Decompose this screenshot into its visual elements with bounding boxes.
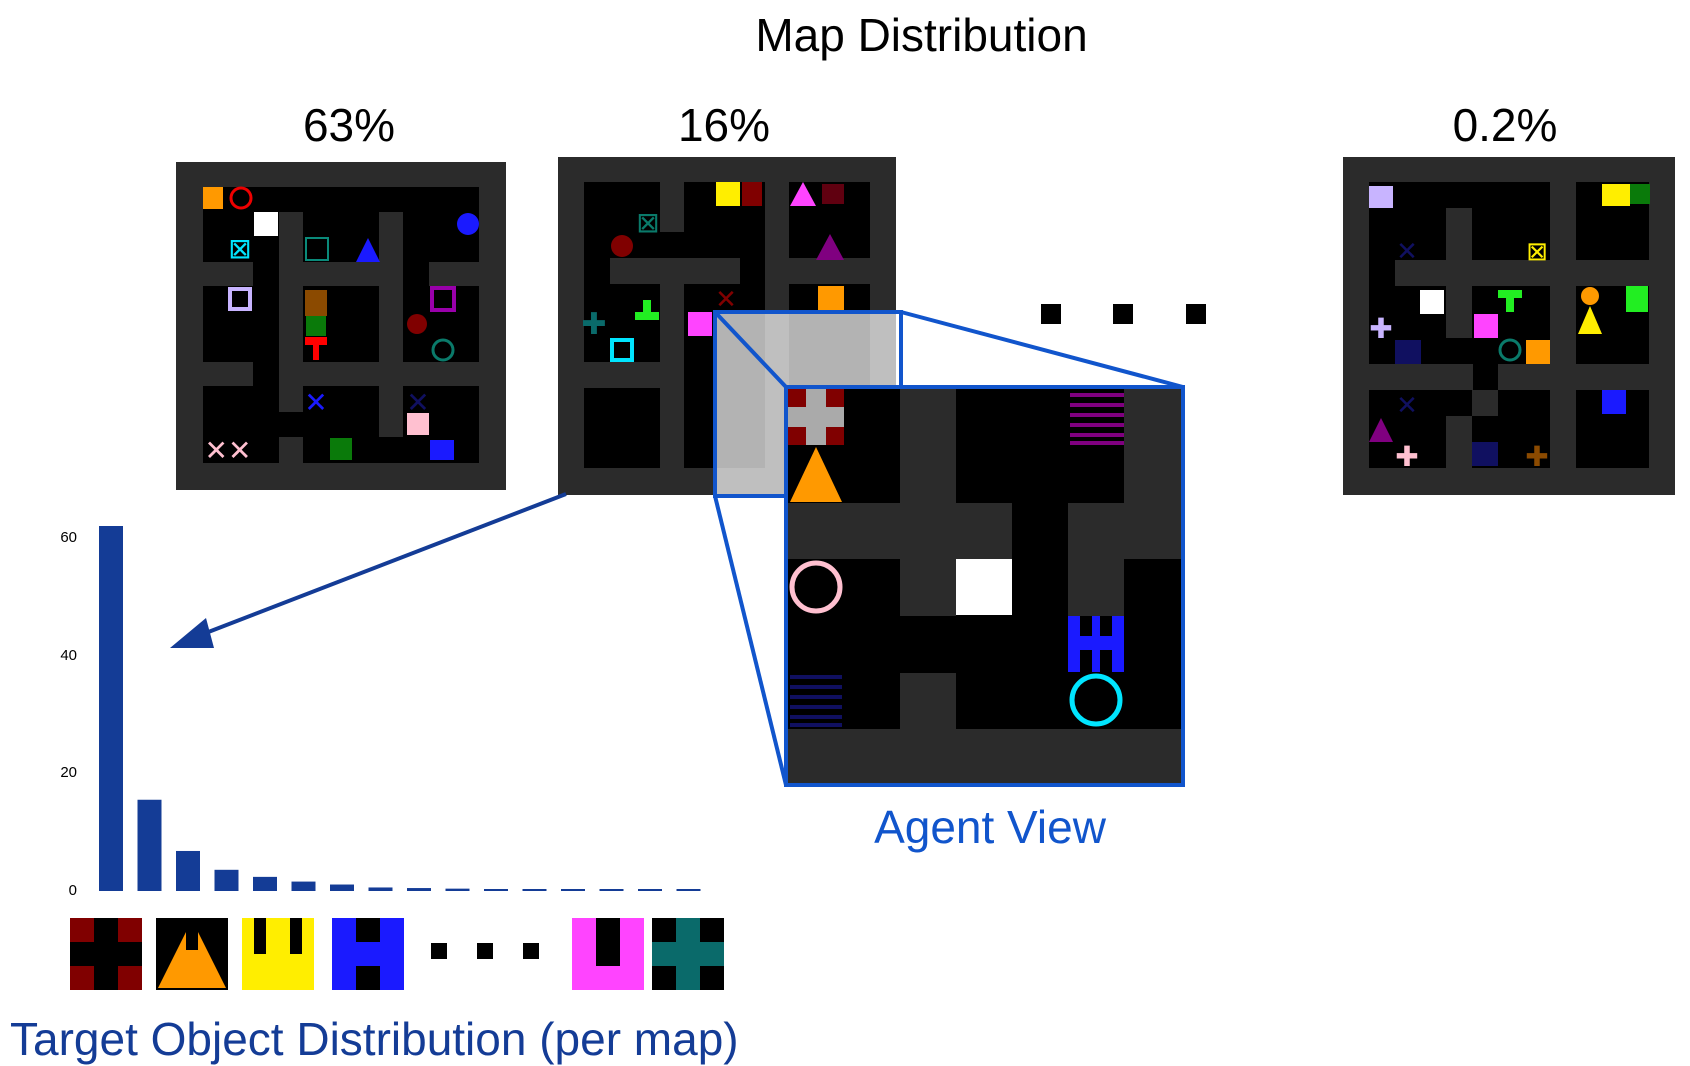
target-distribution-label: Target Object Distribution (per map) [10,1013,739,1065]
svg-text:✕: ✕ [715,285,737,315]
map-1-percent: 63% [302,99,396,151]
chart-bar [137,799,162,891]
chart-bar [445,888,470,891]
chart-bar [522,889,547,891]
y-tick-label: 20 [60,764,77,782]
map-3-percent: 0.2% [1452,99,1558,151]
maps-ellipsis [1041,304,1206,324]
chart-bar [599,889,624,891]
target-object-icons [70,918,724,990]
map-3: ✕ ⊠ ✚ ✕ ✚ ✚ [1343,157,1675,495]
svg-text:✚: ✚ [581,307,606,342]
chart-bar [253,876,277,891]
svg-text:⊠: ⊠ [228,232,251,265]
chart-bar [291,881,316,891]
svg-text:⊠: ⊠ [1526,237,1548,267]
chart-bar [484,889,508,891]
magenta-u-icon [572,918,644,990]
svg-text:✚: ✚ [1395,440,1418,473]
agent-view [784,385,1185,787]
svg-text:✕: ✕ [1396,391,1418,421]
svg-text:✕: ✕ [406,386,429,419]
y-tick-label: 60 [60,528,77,546]
svg-text:✕✕: ✕✕ [205,434,252,467]
icons-ellipsis [431,943,539,959]
chart-bar [407,888,431,891]
chart-bar [176,850,200,891]
svg-text:✚: ✚ [1525,440,1548,473]
blue-h-icon [332,918,404,990]
orange-triangle-icon [156,918,228,990]
svg-text:✕: ✕ [1396,237,1418,267]
maroon-cross-icon [70,918,142,990]
svg-text:✚: ✚ [1369,312,1392,345]
chart-bar [214,869,239,891]
map-1: ⊠ ✕ ✕ ✕✕ [176,162,506,490]
agent-view-label: Agent View [874,801,1106,853]
page-title: Map Distribution [755,9,1088,61]
svg-text:✕: ✕ [304,386,327,419]
svg-text:⊠: ⊠ [636,206,659,239]
chart-bar [330,884,354,891]
chart-bar [99,526,123,891]
target-distribution-chart [99,526,701,891]
map-to-chart-arrow [170,492,567,648]
y-tick-label: 0 [68,882,77,899]
teal-cross-icon [652,918,724,990]
chart-bar [368,887,393,891]
chart-bar [561,889,585,891]
chart-bar [676,889,701,891]
yellow-u-icon [242,918,314,990]
map-2-percent: 16% [677,99,771,151]
chart-bar [638,889,662,891]
y-tick-label: 40 [60,646,77,664]
